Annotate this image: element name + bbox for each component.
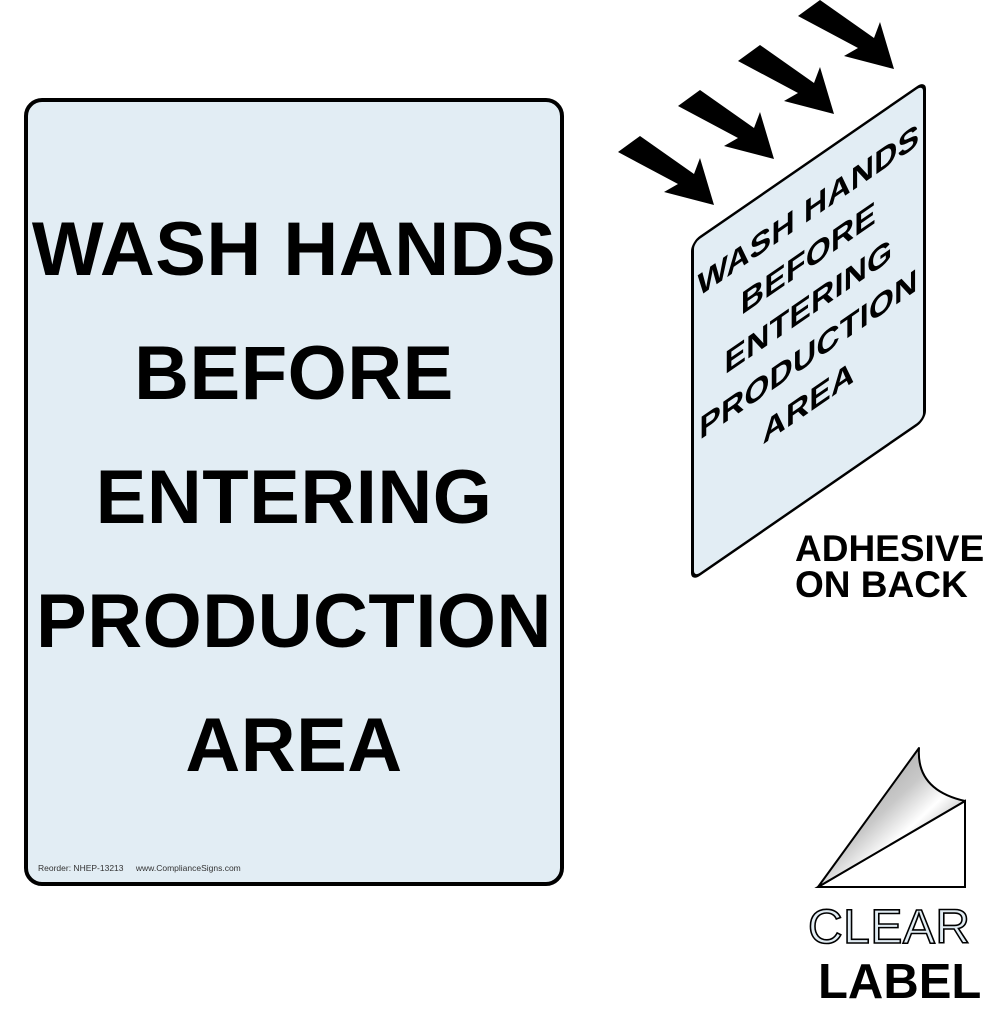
- sign-line-1: WASH HANDS: [31, 207, 557, 292]
- sign-line-4: PRODUCTION: [36, 579, 552, 664]
- arrow-down-right-icon: [798, 0, 894, 69]
- main-sign: WASH HANDS BEFORE ENTERING PRODUCTION AR…: [24, 98, 564, 886]
- arrow-down-right-icon: [738, 45, 834, 114]
- adhesive-note: ADHESIVE ON BACK: [795, 528, 985, 605]
- sign-line-3: ENTERING: [95, 455, 493, 540]
- adhesive-line-2: ON BACK: [795, 564, 968, 605]
- reorder-code: Reorder: NHEP-13213: [38, 863, 124, 873]
- arrow-down-right-icon: [678, 90, 774, 159]
- clear-text: CLEAR: [807, 901, 971, 954]
- reorder-info: Reorder: NHEP-13213 www.ComplianceSigns.…: [38, 863, 241, 873]
- label-text: LABEL: [818, 955, 982, 1009]
- arrow-down-right-icon: [618, 136, 714, 205]
- sign-line-5: AREA: [185, 703, 403, 788]
- peel-corner-icon: [814, 747, 966, 888]
- sign-line-2: BEFORE: [134, 331, 454, 416]
- adhesive-line-1: ADHESIVE: [795, 528, 985, 569]
- website-text: www.ComplianceSigns.com: [135, 863, 241, 873]
